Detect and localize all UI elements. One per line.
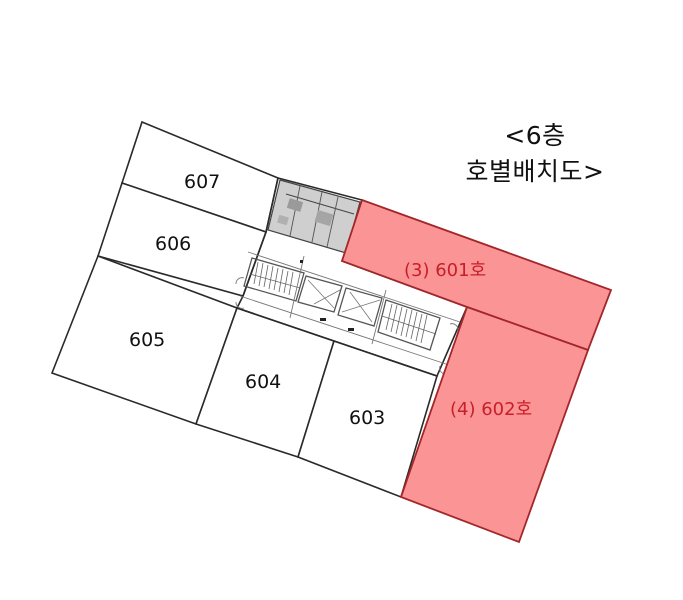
unit-602-label: (4) 602호 (450, 399, 532, 420)
unit-603-label: 603 (349, 407, 385, 429)
corridor-core (235, 251, 461, 375)
unit-606-label: 606 (155, 233, 191, 255)
unit-602[interactable] (399, 305, 590, 544)
plan-title-line2: 호별배치도> (465, 157, 605, 186)
upper-core (267, 179, 361, 254)
unit-604-label: 604 (245, 371, 281, 393)
unit-601-label: (3) 601호 (404, 260, 486, 281)
plan-title-line1: <6층 (504, 121, 566, 150)
plan-title: <6층 호별배치도> (440, 118, 630, 190)
unit-605-label: 605 (129, 329, 165, 351)
unit-607-label: 607 (184, 171, 220, 193)
